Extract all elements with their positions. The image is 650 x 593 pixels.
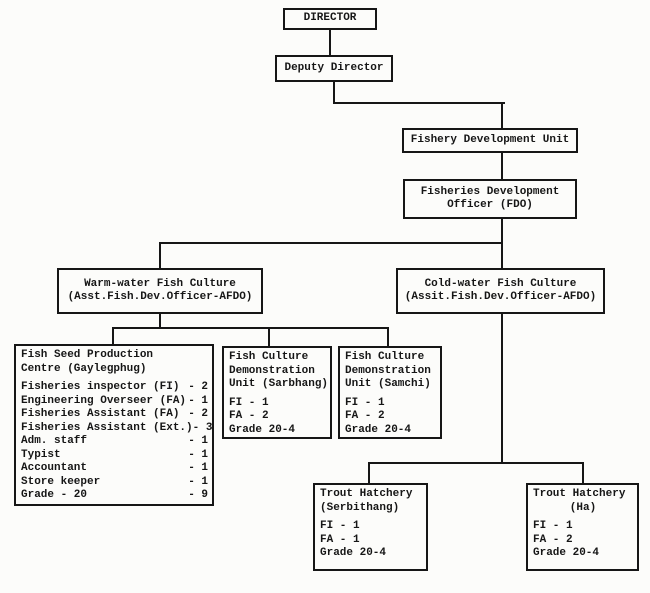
staff-label: Engineering Overseer (FA): [21, 394, 187, 407]
edge-split-serbithang: [368, 464, 370, 483]
node-trout-hatchery-serbithang: Trout Hatchery (Serbithang) FI - 1 FA - …: [313, 483, 428, 571]
staff-label: Fisheries Assistant (Ext.): [21, 421, 193, 434]
staff-row: Engineering Overseer (FA) - 1: [21, 395, 208, 409]
staff-line: FA - 2: [345, 410, 385, 422]
node-director-label: DIRECTOR: [303, 12, 357, 25]
edge-director-deputy: [329, 30, 331, 55]
staff-count: - 1: [188, 475, 208, 488]
node-deputy-director: Deputy Director: [275, 55, 393, 82]
staff-count: - 3: [192, 421, 213, 434]
staff-label: Grade - 20: [21, 489, 88, 501]
staff-line: Grade 20-4: [229, 423, 296, 436]
node-deputy-director-label: Deputy Director: [284, 61, 384, 74]
edge-split-sarbhang: [268, 329, 270, 346]
node-serbithang-title: Trout Hatchery (Serbithang): [320, 488, 422, 515]
node-samchi-title-line1: Fish Culture: [345, 351, 425, 363]
node-warm-water-fish-culture: Warm-water Fish Culture (Asst.Fish.Dev.O…: [57, 268, 263, 314]
staff-count: - 2: [188, 381, 208, 393]
staff-label: Adm. staff: [21, 435, 88, 447]
node-seed-title-line1: Fish Seed Production: [21, 349, 154, 361]
staff-line: FI - 1: [320, 520, 360, 532]
node-seed-title-line2: Centre (Gaylegphug): [21, 362, 147, 375]
node-demo-unit-samchi: Fish Culture Demonstration Unit (Samchi)…: [338, 346, 442, 439]
node-seed-title: Fish Seed Production Centre (Gaylegphug): [21, 349, 208, 376]
node-director: DIRECTOR: [283, 8, 377, 30]
staff-row: Typist - 1: [21, 449, 208, 463]
node-ha-title-line2: (Ha): [569, 501, 597, 514]
node-warm-line2: (Asst.Fish.Dev.Officer-AFDO): [67, 291, 253, 303]
staff-count: - 1: [188, 448, 208, 461]
edge-split-seed: [112, 329, 114, 344]
staff-count: - 1: [188, 394, 208, 407]
node-fdu-label: Fishery Development Unit: [410, 133, 570, 146]
node-serbithang-title-line2: (Serbithang): [320, 501, 400, 514]
node-samchi-title-line3: Unit (Samchi): [345, 378, 431, 390]
staff-row: Fisheries Assistant (FA) - 2: [21, 408, 208, 422]
staff-row: Fisheries Assistant (Ext.) - 3: [21, 421, 212, 436]
edge-warm-drop: [159, 314, 161, 327]
node-samchi-title-line2: Demonstration: [345, 364, 431, 377]
node-sarbhang-title-line1: Fish Culture: [229, 351, 309, 363]
node-fishery-development-unit: Fishery Development Unit: [402, 128, 578, 153]
staff-line: FA - 2: [229, 410, 269, 422]
node-samchi-title: Fish Culture Demonstration Unit (Samchi): [345, 351, 436, 392]
staff-row: Fisheries inspector (FI) - 2: [21, 381, 208, 395]
staff-line: FI - 1: [229, 396, 269, 409]
edge-split-warm: [159, 244, 161, 268]
node-fdo-line2: Officer (FDO): [447, 199, 533, 211]
staff-count: - 9: [188, 489, 208, 501]
staff-label: Store keeper: [21, 475, 101, 488]
node-cold-line2: (Assit.Fish.Dev.Officer-AFDO): [404, 291, 597, 303]
edge-fdo-split: [159, 242, 503, 244]
edge-cold-split: [368, 462, 584, 464]
node-cold-line1: Cold-water Fish Culture: [424, 277, 577, 290]
staff-count: - 1: [188, 462, 208, 474]
staff-count: - 1: [188, 435, 208, 447]
staff-line: Grade 20-4: [345, 423, 412, 436]
staff-label: Typist: [21, 448, 61, 461]
staff-line: Grade 20-4: [320, 547, 387, 559]
node-fdo-line1: Fisheries Development: [420, 185, 560, 198]
edge-deputy-drop: [333, 82, 335, 102]
edge-cold-drop: [501, 314, 503, 462]
staff-row: Store keeper - 1: [21, 476, 208, 490]
staff-line: FA - 1: [320, 533, 360, 546]
edge-warm-split: [112, 327, 389, 329]
staff-line: FI - 1: [345, 396, 385, 409]
node-trout-hatchery-ha: Trout Hatchery (Ha) FI - 1 FA - 2 Grade …: [526, 483, 639, 571]
staff-row: Grade - 20 - 9: [21, 489, 208, 503]
node-cold-water-fish-culture: Cold-water Fish Culture (Assit.Fish.Dev.…: [396, 268, 605, 314]
staff-row: Accountant - 1: [21, 462, 208, 476]
edge-fdu-fdo: [501, 153, 503, 179]
node-warm-line1: Warm-water Fish Culture: [84, 277, 236, 290]
edge-elbow-fdu: [501, 104, 503, 128]
staff-label: Accountant: [21, 462, 88, 474]
staff-count: - 2: [188, 408, 208, 420]
node-sarbhang-title: Fish Culture Demonstration Unit (Sarbhan…: [229, 351, 329, 392]
node-serbithang-title-line1: Trout Hatchery: [320, 488, 413, 500]
edge-deputy-elbow: [333, 102, 505, 104]
staff-line: FI - 1: [533, 520, 573, 532]
staff-line: Grade 20-4: [533, 547, 600, 559]
staff-label: Fisheries Assistant (FA): [21, 408, 180, 420]
node-ha-title-line1: Trout Hatchery: [533, 488, 626, 500]
staff-row: Adm. staff - 1: [21, 435, 208, 449]
edge-fdo-drop: [501, 219, 503, 242]
edge-split-ha: [582, 464, 584, 483]
staff-label: Fisheries inspector (FI): [21, 381, 180, 393]
node-ha-title: Trout Hatchery (Ha): [533, 488, 633, 515]
node-fish-seed-production-centre: Fish Seed Production Centre (Gaylegphug)…: [14, 344, 214, 506]
staff-line: FA - 2: [533, 533, 573, 546]
node-sarbhang-title-line3: Unit (Sarbhang): [229, 378, 329, 390]
node-demo-unit-sarbhang: Fish Culture Demonstration Unit (Sarbhan…: [222, 346, 332, 439]
edge-split-cold: [501, 244, 503, 268]
node-fisheries-development-officer: Fisheries Development Officer (FDO): [403, 179, 577, 219]
node-sarbhang-title-line2: Demonstration: [229, 364, 315, 377]
edge-split-samchi: [387, 329, 389, 346]
